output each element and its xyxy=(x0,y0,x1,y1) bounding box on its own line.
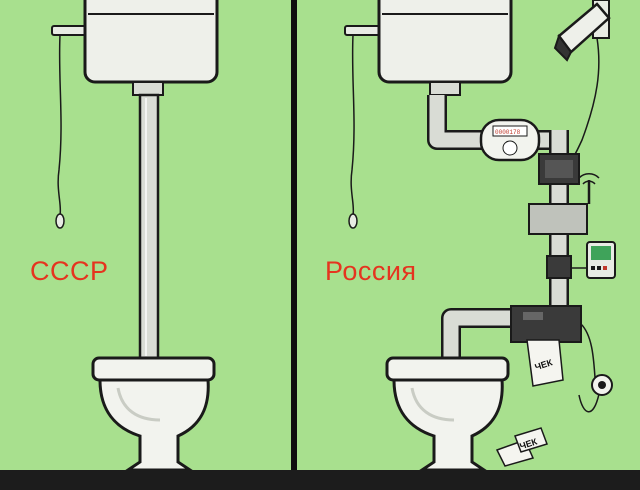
bottom-border xyxy=(0,470,640,490)
toilet-bowl xyxy=(91,356,216,472)
russia-toilet-drawing: 0000178 xyxy=(344,0,616,472)
meter-digits: 0000178 xyxy=(495,129,521,136)
sensor-box xyxy=(546,255,591,279)
receipt: ЧЕК xyxy=(526,339,564,387)
dropped-receipts: ЧЕК xyxy=(495,427,548,467)
router-icon xyxy=(528,173,600,235)
pull-chain xyxy=(344,25,382,229)
pull-chain xyxy=(51,25,89,229)
caption-ussr: СССР xyxy=(30,256,109,286)
panel-russia: 0000178 xyxy=(297,0,640,490)
water-tank xyxy=(83,0,219,96)
payment-terminal-icon xyxy=(586,241,616,279)
water-meter-icon: 0000178 xyxy=(479,118,541,162)
ussr-toilet-drawing xyxy=(51,0,219,472)
panel-divider xyxy=(291,0,297,490)
security-camera-icon xyxy=(553,0,611,161)
toilet-bowl xyxy=(385,356,510,472)
control-box xyxy=(538,153,580,185)
panel-ussr: СССР xyxy=(0,0,291,490)
power-socket-icon xyxy=(578,374,613,413)
caption-russia: Россия xyxy=(325,256,417,286)
water-tank xyxy=(377,0,513,96)
flush-pipe xyxy=(138,93,160,362)
